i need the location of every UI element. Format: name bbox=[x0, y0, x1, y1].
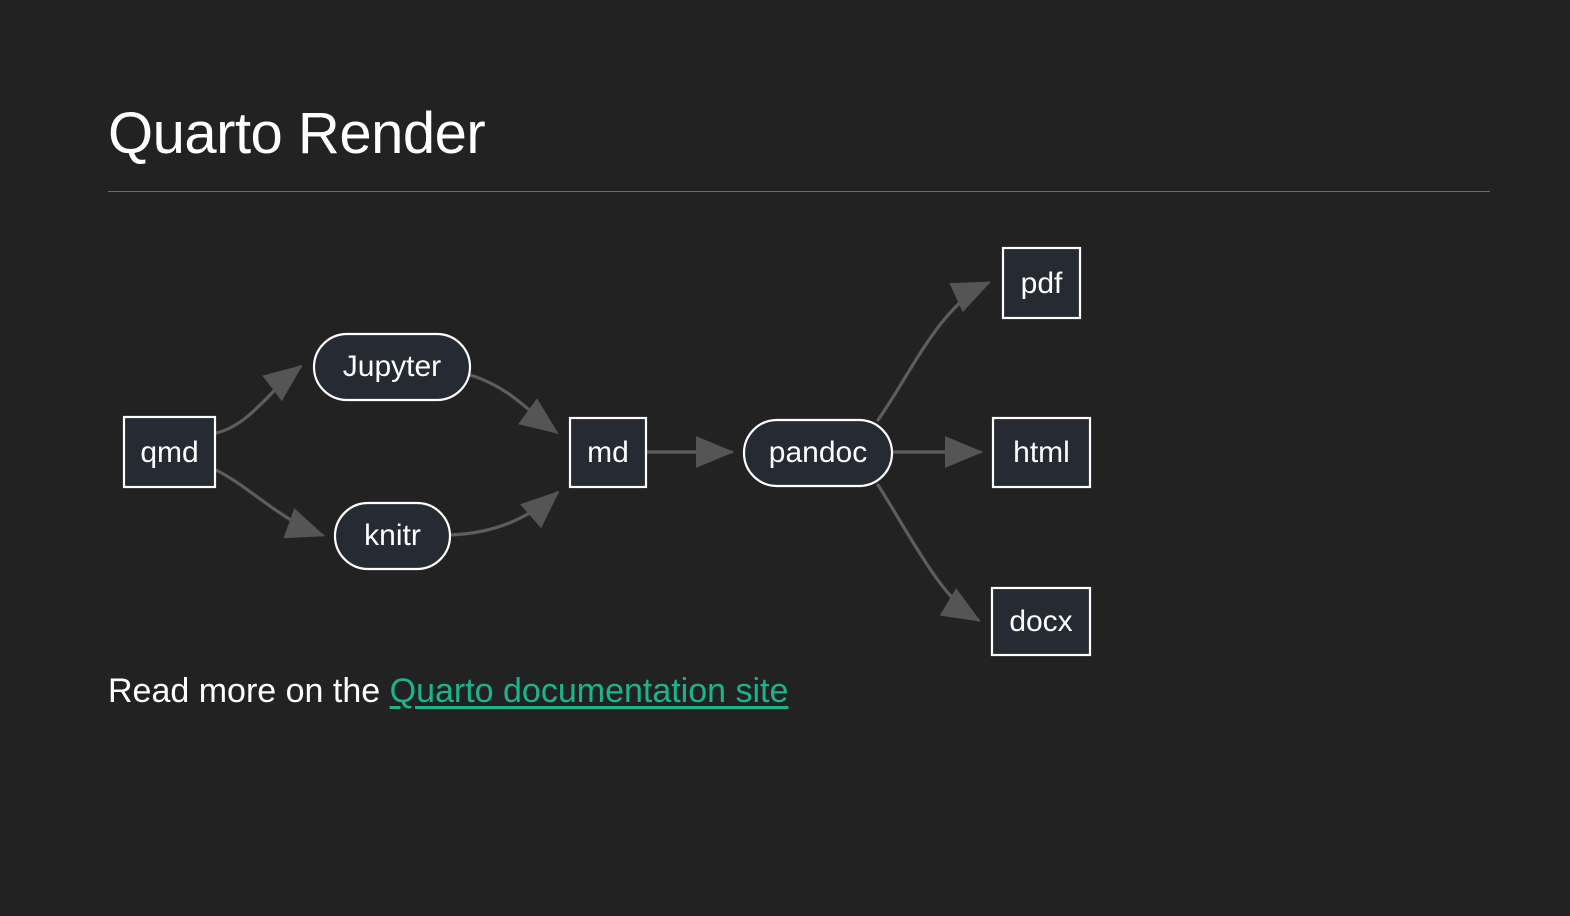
quarto-documentation-link[interactable]: Quarto documentation site bbox=[389, 672, 789, 710]
read-more-prefix: Read more on the bbox=[108, 672, 390, 710]
title-divider bbox=[108, 191, 1490, 192]
page-title: Quarto Render bbox=[108, 101, 486, 166]
edge-jupyter-md bbox=[468, 373, 559, 434]
node-qmd[interactable]: qmd bbox=[122, 415, 217, 489]
edge-pandoc-docx bbox=[876, 483, 981, 622]
node-docx[interactable]: docx bbox=[990, 586, 1092, 657]
node-qmd-label: qmd bbox=[140, 436, 198, 469]
node-pandoc[interactable]: pandoc bbox=[742, 418, 894, 488]
read-more-text: Read more on the Quarto documentation si… bbox=[108, 672, 788, 711]
node-pdf[interactable]: pdf bbox=[1001, 246, 1082, 320]
node-md[interactable]: md bbox=[568, 416, 648, 489]
node-knitr[interactable]: knitr bbox=[333, 501, 452, 571]
edge-knitr-md bbox=[448, 490, 560, 537]
node-html[interactable]: html bbox=[991, 416, 1092, 489]
node-knitr-label: knitr bbox=[364, 519, 421, 552]
node-pandoc-label: pandoc bbox=[769, 436, 867, 469]
node-pdf-label: pdf bbox=[1021, 267, 1063, 300]
node-html-label: html bbox=[1013, 436, 1070, 469]
quarto-render-flowchart: qmd Jupyter knitr md pandoc pdf bbox=[0, 215, 1570, 665]
edge-pandoc-pdf bbox=[876, 281, 991, 422]
node-jupyter-label: Jupyter bbox=[343, 350, 441, 383]
edge-qmd-jupyter bbox=[214, 365, 303, 435]
node-jupyter[interactable]: Jupyter bbox=[312, 332, 472, 402]
node-docx-label: docx bbox=[1009, 605, 1072, 638]
node-md-label: md bbox=[587, 436, 629, 469]
edge-qmd-knitr bbox=[214, 468, 326, 539]
